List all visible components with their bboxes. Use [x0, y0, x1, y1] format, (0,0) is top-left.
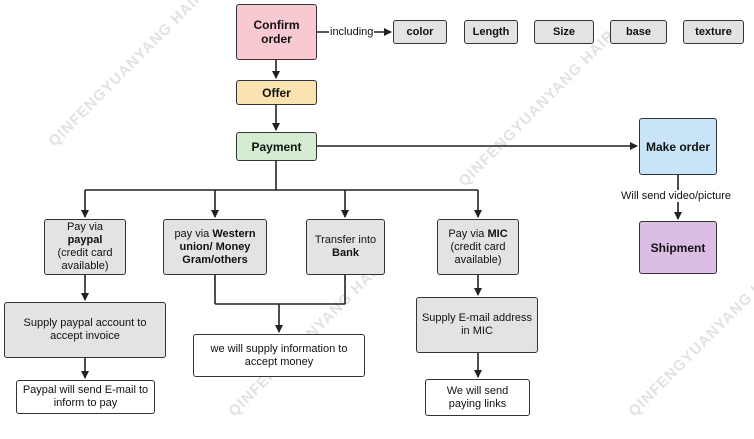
confirm-order-node: Confirm order: [236, 4, 317, 60]
paying-links-node: We will send paying links: [425, 379, 530, 416]
make-order-node: Make order: [639, 118, 717, 175]
supply-mic-email-node: Supply E-mail address in MIC: [416, 297, 538, 353]
attribute-length: Length: [464, 20, 518, 44]
paypal-email-node: Paypal will send E-mail to inform to pay: [16, 380, 155, 414]
paypal-strong: paypal: [67, 234, 103, 246]
video-picture-label: Will send video/picture: [620, 190, 733, 202]
bank-node: Transfer into Bank: [306, 219, 385, 275]
offer-node: Offer: [236, 80, 317, 105]
bank-strong: Bank: [332, 247, 359, 259]
including-label: including: [329, 26, 375, 38]
supply-paypal-node: Supply paypal account to accept invoice: [4, 302, 166, 358]
mic-node: Pay via MIC (credit card available): [437, 219, 519, 275]
payment-node: Payment: [236, 132, 317, 161]
supply-info-node: we will supply information to accept mon…: [193, 334, 365, 377]
attribute-color: color: [393, 20, 447, 44]
mic-line: Pay via MIC: [448, 227, 508, 240]
bank-prefix: Transfer into: [314, 234, 377, 246]
mic-suffix: (credit card available): [450, 240, 506, 266]
shipment-node: Shipment: [639, 221, 717, 274]
western-text: pay via Western union/ Money Gram/others: [174, 227, 256, 266]
western-union-node: pay via Western union/ Money Gram/others: [163, 219, 267, 275]
paypal-suffix: (credit card available): [57, 247, 113, 272]
attribute-texture: texture: [683, 20, 744, 44]
paypal-node: Pay via paypal (credit card available): [44, 219, 126, 275]
attribute-size: Size: [534, 20, 594, 44]
paypal-prefix: Pay via: [66, 221, 104, 233]
attribute-base: base: [610, 20, 667, 44]
